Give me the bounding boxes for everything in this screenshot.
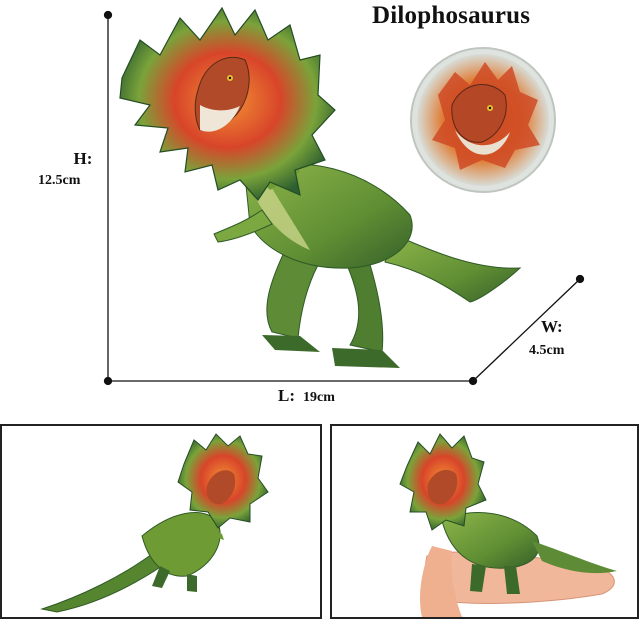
back-leg-left (266, 239, 319, 339)
hand-scale-panel (330, 424, 639, 619)
height-value: 12.5cm (38, 173, 81, 188)
body (244, 163, 413, 269)
length-dimension: L: 19cm (278, 387, 335, 406)
width-value: 4.5cm (529, 343, 565, 358)
back-leg-right (339, 249, 384, 353)
hand-scale-icon (399, 433, 617, 617)
height-label: H: (73, 149, 93, 168)
dimension-lines (103, 10, 585, 386)
length-value: 19cm (303, 390, 335, 405)
arm (213, 209, 273, 243)
product-title: Dilophosaurus (372, 2, 531, 29)
height-dimension: H: (58, 150, 108, 168)
side-view-panel (0, 424, 322, 619)
tail (384, 234, 522, 303)
side-view-icon (40, 433, 269, 613)
head-closeup-icon (410, 47, 556, 193)
width-label: W: (541, 317, 563, 336)
length-label: L: (278, 386, 295, 405)
main-product-image (103, 6, 585, 386)
